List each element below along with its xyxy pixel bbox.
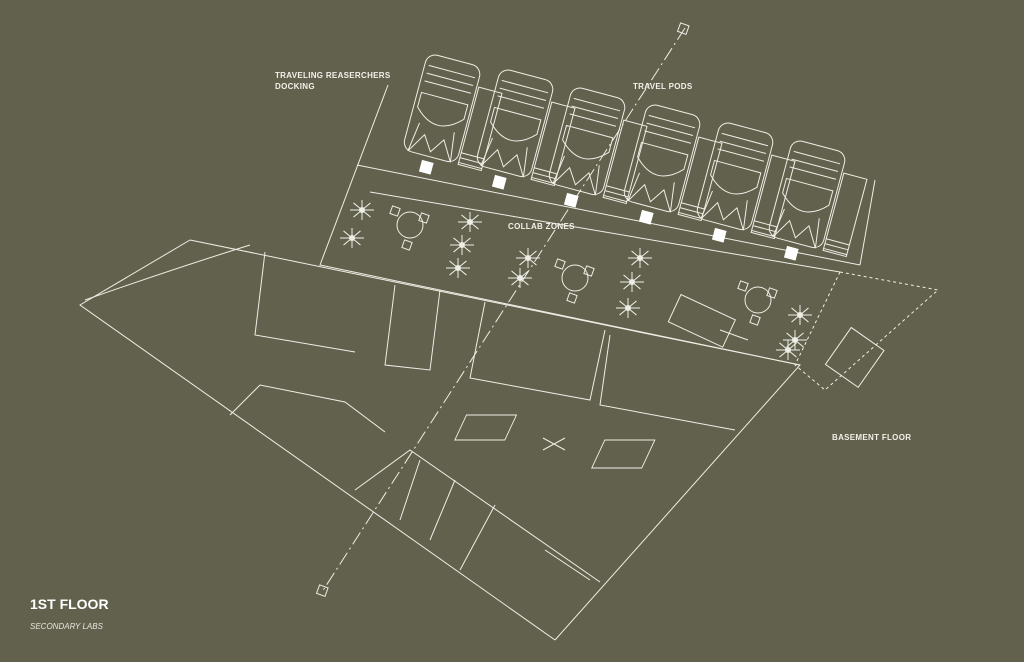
travel-pod [403, 54, 503, 175]
round-table [389, 205, 430, 251]
page-title: 1ST FLOOR [30, 596, 109, 612]
plant-icon [783, 330, 807, 350]
pod-dock-marker [783, 245, 799, 261]
pod-dock-marker [638, 209, 654, 225]
label-basement-floor: BASEMENT FLOOR [832, 433, 912, 442]
stair-grid-right [591, 439, 656, 469]
pod-dock-marker [418, 159, 434, 175]
travel-pod [623, 104, 723, 225]
label-travel-pods: TRAVEL PODS [633, 82, 693, 91]
travel-pod [696, 122, 796, 243]
axis-marker-bottom [315, 584, 329, 598]
label-collab-zones: COLLAB ZONES [508, 222, 575, 231]
stair-grid-left [454, 414, 518, 441]
travel-pod [768, 140, 868, 261]
pod-dock-marker [563, 192, 579, 208]
plant-icon [446, 258, 470, 278]
pod-dock-marker [711, 227, 727, 243]
plant-icon [450, 235, 474, 255]
round-table [554, 258, 595, 304]
docking-band [319, 84, 876, 366]
label-docking: TRAVELING REASERCHERS DOCKING [275, 71, 391, 91]
main-building [79, 239, 801, 641]
plant-icon [516, 248, 540, 268]
pod-dock-marker [491, 174, 507, 190]
basement-outline [794, 271, 940, 391]
plant-icon [616, 298, 640, 318]
plant-icon [620, 272, 644, 292]
plant-icon [340, 228, 364, 248]
round-table [737, 280, 778, 326]
plant-icon [776, 340, 800, 360]
axis-line [321, 27, 686, 593]
plant-icon [458, 212, 482, 232]
travel-pod [476, 69, 576, 190]
travel-pod [548, 87, 648, 208]
plant-icon [350, 200, 374, 220]
plant-icon [788, 305, 812, 325]
plant-icon [508, 268, 532, 288]
axis-marker-top [676, 22, 690, 36]
page-subtitle: SECONDARY LABS [30, 622, 103, 631]
plant-icon [628, 248, 652, 268]
